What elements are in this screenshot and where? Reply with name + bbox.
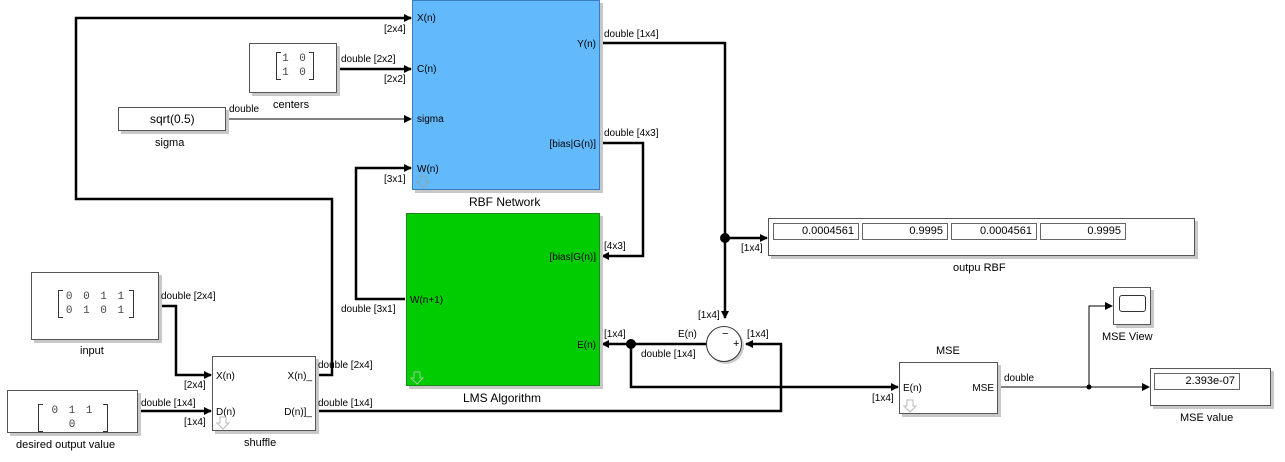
branch-point bbox=[720, 233, 730, 243]
signal-label: [1x4] bbox=[747, 329, 769, 340]
mse-view-label: MSE View bbox=[1102, 331, 1153, 343]
lms-port-g: [bias|G(n)] bbox=[549, 252, 597, 263]
shuffle-port-d: D(n) bbox=[216, 407, 236, 418]
wire-lms-w-to-rbf bbox=[354, 164, 412, 301]
signal-label: double [1x4] bbox=[141, 398, 196, 409]
lms-port-e: E(n) bbox=[577, 340, 596, 351]
wire-input-to-shuffle bbox=[159, 304, 212, 379]
rbf-port-c: C(n) bbox=[417, 64, 437, 75]
sum-minus-sign: − bbox=[722, 328, 729, 340]
rbf-network-block[interactable]: X(n) C(n) sigma W(n) Y(n) [bias|G(n)] bbox=[412, 0, 600, 190]
lms-algorithm-label: LMS Algorithm bbox=[463, 391, 542, 405]
output-rbf-label: outpu RBF bbox=[953, 262, 1006, 274]
matrix-row: 0 1 0 1 bbox=[65, 305, 127, 317]
signal-label: double [1x4] bbox=[641, 349, 696, 360]
sum-plus-sign: + bbox=[733, 338, 740, 350]
display-cell: 0.9995 bbox=[862, 223, 948, 240]
mse-block-title: MSE bbox=[936, 345, 960, 357]
wire-rbf-g-to-lms bbox=[600, 141, 645, 260]
signal-label: [1x4] bbox=[741, 243, 763, 254]
centers-label: centers bbox=[273, 99, 310, 111]
signal-label: [2x4] bbox=[384, 24, 406, 35]
signal-label: [1x4] bbox=[184, 417, 206, 428]
desired-output-label: desired output value bbox=[16, 439, 116, 451]
sum-output-port-label: E(n) bbox=[678, 329, 697, 340]
mse-port-out: MSE bbox=[972, 383, 994, 394]
rbf-port-y: Y(n) bbox=[577, 39, 596, 50]
mse-view-scope[interactable] bbox=[1113, 287, 1151, 325]
matrix-row: 0 0 1 1 bbox=[65, 291, 127, 303]
matrix-row: 1 0 bbox=[282, 53, 308, 65]
down-arrow-icon bbox=[416, 175, 430, 189]
sigma-value: sqrt(0.5) bbox=[150, 112, 195, 126]
signal-label: double bbox=[229, 104, 260, 115]
signal-label: double bbox=[1004, 373, 1035, 384]
shuffle-block[interactable]: X(n) D(n) X(n)_ D(n)]_ bbox=[212, 356, 316, 431]
shuffle-label: shuffle bbox=[244, 437, 277, 449]
desired-matrix: 0 1 1 0 bbox=[38, 404, 108, 432]
matrix-row: 1 0 bbox=[282, 67, 308, 79]
display-cell: 2.393e-07 bbox=[1154, 373, 1240, 390]
wire-shuffle-x-to-rbf bbox=[74, 14, 412, 377]
signal-label: [3x1] bbox=[384, 174, 406, 185]
rbf-port-x: X(n) bbox=[417, 13, 436, 24]
wire-shuffle-d-to-sum bbox=[316, 340, 783, 413]
signal-label: double [3x1] bbox=[341, 304, 396, 315]
signal-label: [2x2] bbox=[384, 74, 406, 85]
sigma-block[interactable]: sqrt(0.5) bbox=[118, 107, 226, 131]
signal-label: double [2x2] bbox=[341, 54, 396, 65]
display-cell: 0.0004561 bbox=[773, 223, 859, 240]
mse-value-display[interactable]: 2.393e-07 bbox=[1150, 368, 1271, 406]
centers-block[interactable]: 1 0 1 0 bbox=[249, 43, 337, 93]
scope-screen-icon bbox=[1119, 295, 1146, 312]
signal-label: [1x4] bbox=[698, 310, 720, 321]
shuffle-port-x-out: X(n)_ bbox=[287, 371, 312, 382]
shuffle-port-d-out: D(n)]_ bbox=[284, 407, 312, 418]
rbf-port-sigma: sigma bbox=[417, 114, 444, 125]
signal-label: [1x4] bbox=[604, 329, 626, 340]
mse-value-label: MSE value bbox=[1180, 412, 1234, 424]
branch-point bbox=[1086, 384, 1092, 390]
wire-mse-to-scope bbox=[1088, 302, 1113, 387]
signal-label: double [2x4] bbox=[161, 291, 216, 302]
signal-label: double [4x3] bbox=[604, 128, 659, 139]
signal-label: double [1x4] bbox=[604, 29, 659, 40]
signal-label: [4x3] bbox=[604, 241, 626, 252]
signal-label: [1x4] bbox=[872, 393, 894, 404]
desired-output-block[interactable]: 0 1 1 0 bbox=[7, 390, 138, 433]
signal-label: double [2x4] bbox=[318, 360, 373, 371]
sigma-label: sigma bbox=[155, 137, 185, 149]
mse-block[interactable]: E(n) MSE bbox=[899, 362, 998, 414]
lms-port-w: W(n+1) bbox=[410, 295, 444, 306]
lms-algorithm-block[interactable]: [bias|G(n)] W(n+1) E(n) bbox=[406, 213, 600, 386]
rbf-network-label: RBF Network bbox=[469, 195, 541, 209]
rbf-port-w: W(n) bbox=[417, 164, 439, 175]
input-label: input bbox=[80, 345, 104, 357]
rbf-port-g: [bias|G(n)] bbox=[549, 139, 597, 150]
down-arrow-icon bbox=[903, 399, 917, 413]
down-arrow-icon bbox=[216, 416, 230, 430]
wire-sum-to-mse bbox=[629, 344, 899, 391]
display-cell: 0.0004561 bbox=[951, 223, 1037, 240]
shuffle-port-x: X(n) bbox=[216, 371, 235, 382]
output-rbf-display[interactable]: 0.0004561 0.9995 0.0004561 0.9995 bbox=[768, 218, 1195, 256]
branch-point bbox=[626, 339, 636, 349]
input-block[interactable]: 0 0 1 1 0 1 0 1 bbox=[31, 272, 159, 340]
sum-block[interactable]: − + bbox=[706, 326, 742, 362]
input-matrix: 0 0 1 1 0 1 0 1 bbox=[58, 290, 134, 318]
down-arrow-icon bbox=[410, 371, 424, 385]
display-cell: 0.9995 bbox=[1040, 223, 1126, 240]
signal-label: double [1x4] bbox=[318, 398, 373, 409]
mse-port-e: E(n) bbox=[903, 383, 922, 394]
centers-matrix: 1 0 1 0 bbox=[276, 52, 314, 80]
wire-rbf-y bbox=[600, 41, 729, 319]
matrix-row: 0 1 1 0 bbox=[51, 405, 95, 431]
signal-label: [2x4] bbox=[184, 380, 206, 391]
